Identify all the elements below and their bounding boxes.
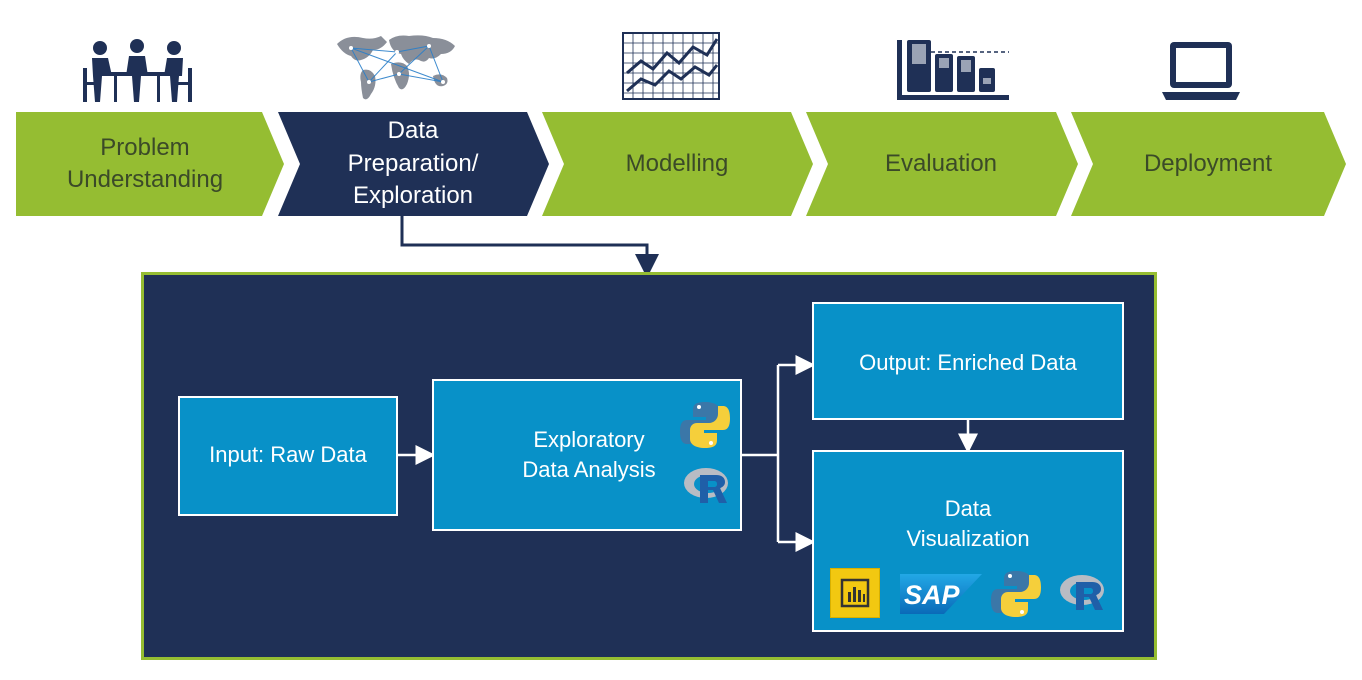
chevron-modelling[interactable] — [542, 112, 813, 216]
sap-logo-text: SAP — [904, 580, 961, 610]
python-logo-icon — [991, 571, 1041, 617]
laptop-icon — [1162, 42, 1240, 100]
bar-chart-evaluation-icon — [897, 40, 1009, 100]
chevron-evaluation[interactable] — [806, 112, 1078, 216]
line-chart-icon — [622, 32, 720, 100]
chevron-deployment[interactable] — [1071, 112, 1346, 216]
chevron-problem-understanding[interactable] — [16, 112, 284, 216]
world-map-network-icon — [337, 35, 455, 100]
r-logo-icon — [684, 468, 728, 503]
r-logo-icon — [1060, 575, 1104, 610]
input-raw-data-label: Input: Raw Data — [209, 442, 367, 467]
eda-label: Exploratory Data Analysis — [522, 427, 656, 482]
output-enriched-data-label: Output: Enriched Data — [859, 350, 1077, 375]
sap-logo-icon: SAP — [900, 574, 982, 614]
power-bi-logo-icon — [830, 568, 880, 618]
chevron-data-preparation[interactable] — [278, 112, 549, 216]
data-visualization-label: Data Visualization — [906, 496, 1030, 551]
output-enriched-data-box[interactable]: Output: Enriched Data — [812, 302, 1124, 420]
process-chevron-bar — [16, 112, 1346, 216]
input-raw-data-box[interactable]: Input: Raw Data — [178, 396, 398, 516]
eda-box[interactable]: Exploratory Data Analysis — [432, 379, 742, 531]
python-logo-icon — [680, 402, 730, 448]
meeting-people-icon — [83, 39, 192, 102]
data-visualization-box[interactable]: Data Visualization SAP — [812, 450, 1124, 632]
